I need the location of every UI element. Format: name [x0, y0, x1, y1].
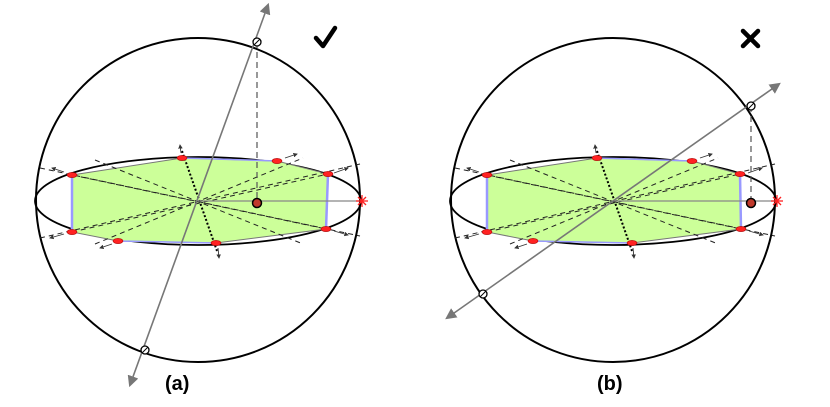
- equator-star-marker: [771, 195, 783, 207]
- panel-b-label: (b): [597, 373, 623, 395]
- equator-star-marker: [356, 195, 368, 207]
- pole-projection-dot: [745, 197, 757, 209]
- panel-b: (b): [445, 28, 783, 395]
- panel-a: (a): [34, 2, 368, 395]
- rotation-axis: [445, 82, 781, 320]
- panel-a-label: (a): [165, 373, 189, 395]
- cross-icon: [740, 28, 761, 49]
- check-icon: [313, 25, 338, 49]
- pole-projection-dot: [251, 197, 263, 209]
- rotation-axis: [127, 2, 271, 388]
